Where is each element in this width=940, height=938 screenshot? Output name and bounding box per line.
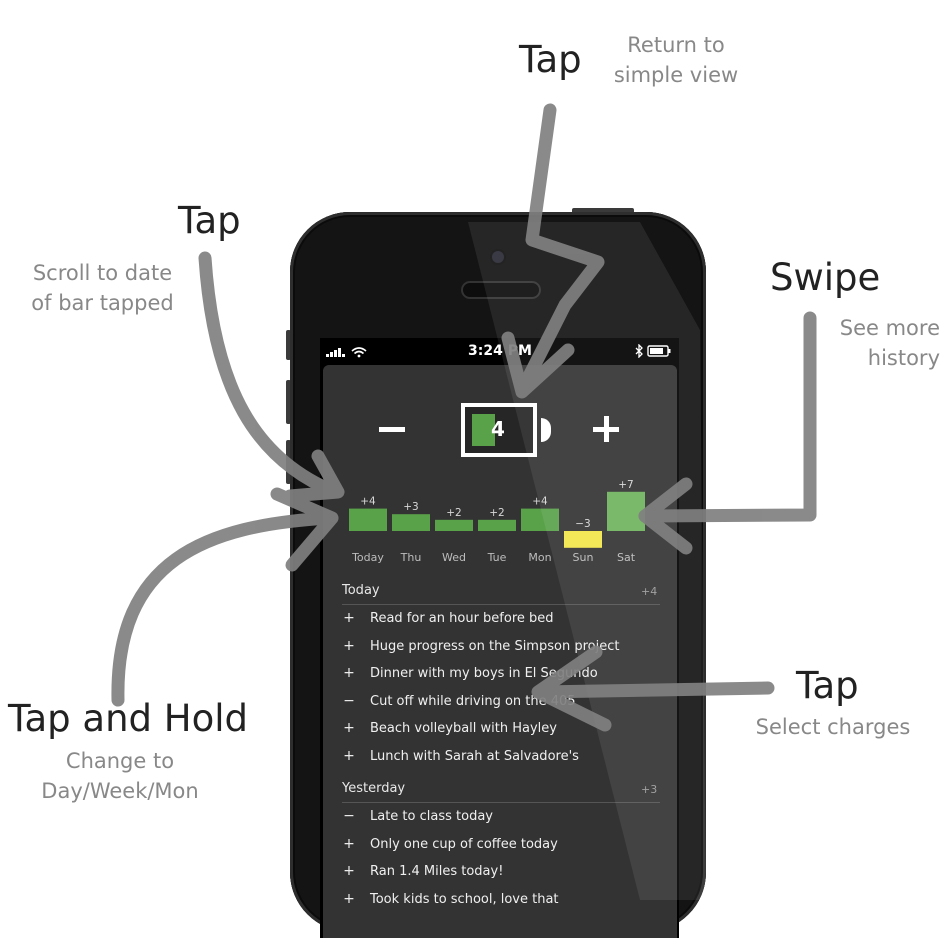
battery-tip xyxy=(541,418,551,442)
hold-desc-line1: Change to xyxy=(65,749,175,773)
bottom-tap-label: Tap xyxy=(796,664,859,707)
charge-sign: + xyxy=(343,665,355,681)
charge-text: Only one cup of coffee today xyxy=(370,836,558,852)
chart-bar-mon[interactable] xyxy=(521,508,559,531)
chart-bar-tue[interactable] xyxy=(478,519,516,531)
charge-sign: − xyxy=(343,692,355,709)
earpiece-speaker xyxy=(461,281,541,299)
chart-bar-sun[interactable] xyxy=(564,531,602,548)
charge-text: Read for an hour before bed xyxy=(370,611,554,626)
chart-category-label: Mon xyxy=(528,551,551,563)
top-tap-desc-line2: simple view xyxy=(613,63,739,87)
charge-item[interactable]: + Dinner with my boys in El Segundo xyxy=(342,665,660,687)
section-total: +4 xyxy=(641,585,658,598)
charge-text: Cut off while driving on the 405 xyxy=(370,693,576,709)
charge-item[interactable]: + Lunch with Sarah at Salvadore's xyxy=(342,748,660,770)
chart-value-label: +4 xyxy=(532,496,548,508)
top-tap-label: Tap xyxy=(519,38,582,81)
gesture-arrows xyxy=(111,103,817,732)
decrease-button[interactable] xyxy=(373,409,413,449)
bluetooth-battery-icon xyxy=(635,344,671,358)
charge-text: Late to class today xyxy=(370,809,493,824)
charge-sign: − xyxy=(343,808,355,824)
section-title: Yesterday xyxy=(342,781,406,796)
battery-value: 4 xyxy=(491,417,505,441)
charge-item[interactable]: + Ran 1.4 Miles today! xyxy=(342,863,660,885)
chart-value-label: +3 xyxy=(403,501,418,513)
charge-sign: + xyxy=(343,747,355,764)
bottom-tap-description: Select charges xyxy=(748,712,918,742)
chart-category-label: Sat xyxy=(617,551,636,563)
charge-text: Ran 1.4 Miles today! xyxy=(370,864,504,879)
section-divider xyxy=(342,802,660,803)
charge-sign: + xyxy=(343,835,355,852)
charge-text: Beach volleyball with Hayley xyxy=(370,721,557,736)
chart-bar-sat[interactable] xyxy=(607,491,645,531)
charge-text: Huge progress on the Simpson project xyxy=(370,638,620,654)
tap-and-hold-label: Tap and Hold xyxy=(8,697,248,740)
charge-sign: + xyxy=(343,720,355,736)
swipe-description: See more history xyxy=(820,313,940,373)
charge-item[interactable]: + Only one cup of coffee today xyxy=(342,836,660,858)
chart-value-label: +4 xyxy=(360,496,376,508)
charge-text: Dinner with my boys in El Segundo xyxy=(370,666,598,681)
chart-bar-today[interactable] xyxy=(349,508,387,531)
chart-value-label: +7 xyxy=(618,479,633,491)
charge-sign: + xyxy=(343,610,355,626)
charge-item[interactable]: + Beach volleyball with Hayley xyxy=(342,720,660,742)
chart-value-label: +2 xyxy=(489,507,504,519)
sleep-button xyxy=(572,208,634,214)
charge-sign: + xyxy=(343,637,355,654)
left-tap-description: Scroll to date of bar tapped xyxy=(20,258,185,318)
mute-switch xyxy=(286,330,291,360)
battery-toggle[interactable]: 4 xyxy=(461,403,551,457)
charge-item[interactable]: −Cut off while driving on the 405 xyxy=(342,693,660,715)
charge-text: Lunch with Sarah at Salvadore's xyxy=(370,748,579,764)
left-tap-desc-line2: of bar tapped xyxy=(31,291,174,315)
chart-bar-thu[interactable] xyxy=(392,514,430,531)
volume-up-button xyxy=(286,380,291,424)
charge-item[interactable]: −Late to class today xyxy=(342,808,660,830)
swipe-desc-line1: See more xyxy=(839,316,940,340)
increase-button[interactable] xyxy=(587,409,627,449)
section-total: +3 xyxy=(641,783,658,796)
top-tap-desc-line1: Return to xyxy=(627,33,725,57)
left-tap-desc-line1: Scroll to date xyxy=(32,261,173,285)
chart-bar-wed[interactable] xyxy=(435,519,473,531)
charge-sign: + xyxy=(343,863,355,879)
bottom-tap-desc-line1: Select charges xyxy=(755,715,911,739)
charge-sign: + xyxy=(343,890,355,907)
top-tap-description: Return to simple view xyxy=(610,30,742,90)
chart-category-label: Today xyxy=(351,551,384,563)
swipe-label: Swipe xyxy=(770,256,881,299)
swipe-desc-line2: history xyxy=(867,346,940,370)
section-divider xyxy=(342,604,660,605)
hold-desc-line2: Day/Week/Mon xyxy=(41,779,199,803)
battery-fill xyxy=(472,414,495,446)
front-camera xyxy=(492,251,504,263)
left-tap-label: Tap xyxy=(178,199,241,242)
tap-and-hold-description: Change to Day/Week/Mon xyxy=(20,746,220,806)
chart-category-label: Wed xyxy=(442,551,466,563)
chart-category-label: Tue xyxy=(487,551,507,563)
charge-item[interactable]: + Read for an hour before bed xyxy=(342,610,660,632)
chart-category-label: Sun xyxy=(573,551,594,563)
chart-value-label: +2 xyxy=(446,507,461,519)
section-title: Today xyxy=(342,583,380,598)
chart-category-label: Thu xyxy=(400,551,422,563)
signal-wifi-icon xyxy=(326,347,367,358)
chart-value-label: −3 xyxy=(575,518,590,530)
charge-item[interactable]: + Huge progress on the Simpson project xyxy=(342,638,660,660)
